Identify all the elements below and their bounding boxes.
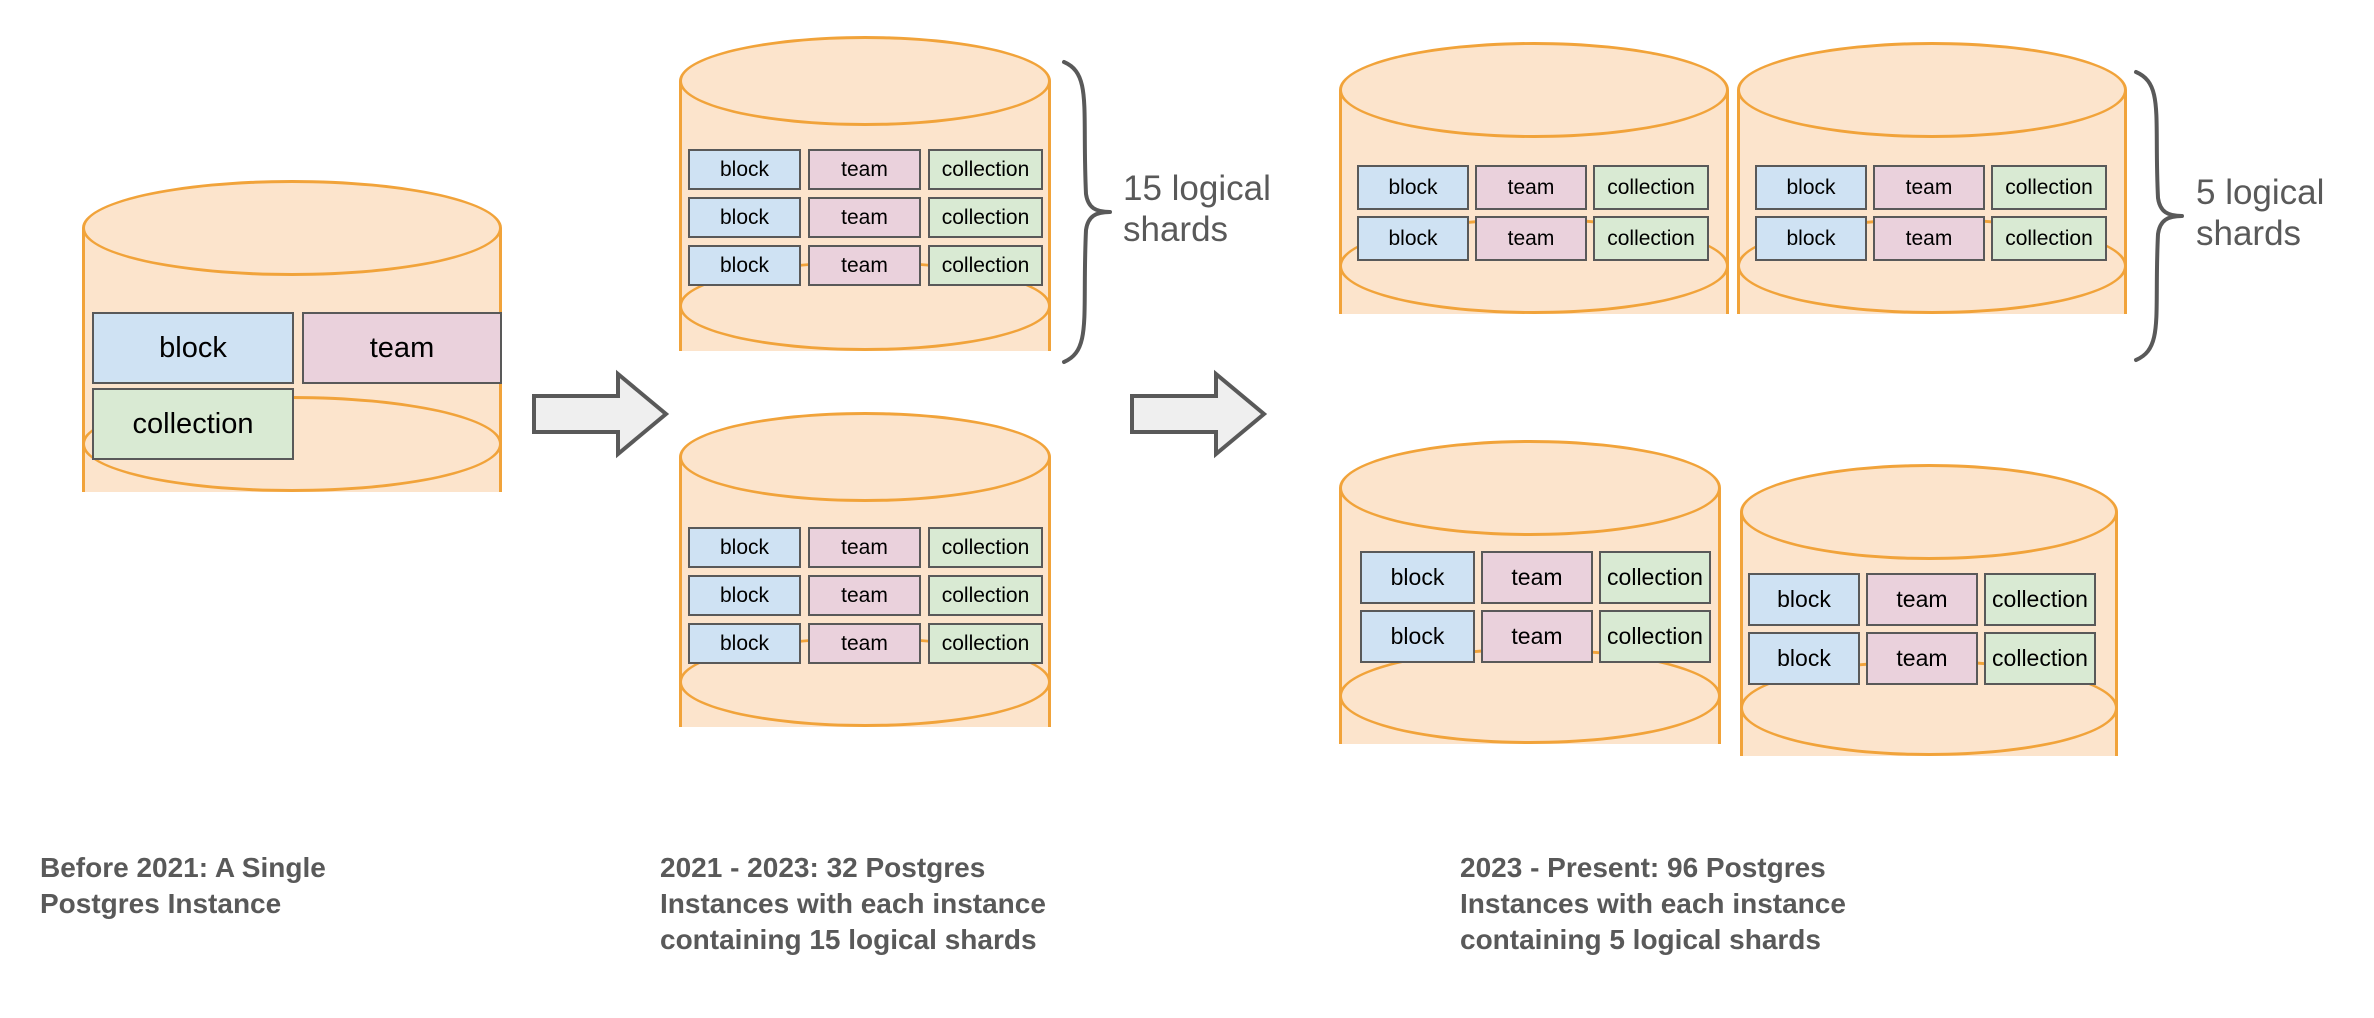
arrow-right-icon-2: [1128, 368, 1268, 460]
shard-box-block[interactable]: block: [1748, 573, 1860, 626]
shard-box-collection[interactable]: collection: [1991, 216, 2107, 261]
shard-box-block[interactable]: block: [1755, 165, 1867, 210]
caption-2023-present: 2023 - Present: 96 Postgres Instances wi…: [1460, 852, 1846, 955]
shard-box-block[interactable]: block: [1357, 216, 1469, 261]
shard-row: block team collection: [1755, 216, 2107, 261]
shard-box-team[interactable]: team: [808, 575, 921, 616]
shard-box-block[interactable]: block: [1748, 632, 1860, 685]
shard-row: block team collection: [1360, 610, 1711, 663]
shard-box-team[interactable]: team: [808, 245, 921, 286]
cylinder-cap: [1339, 440, 1721, 536]
shard-box-team[interactable]: team: [1873, 165, 1985, 210]
shard-row: block team collection: [688, 575, 1043, 616]
brace-label-5-logical-shards: 5 logical shards: [2196, 173, 2325, 253]
shard-box-collection[interactable]: collection: [928, 575, 1043, 616]
shard-box-team[interactable]: team: [808, 623, 921, 664]
shard-row: block team collection: [688, 197, 1043, 238]
shard-box-block[interactable]: block: [688, 245, 801, 286]
shard-box-team[interactable]: team: [1866, 573, 1978, 626]
brace-5-logical-shards: [2130, 66, 2188, 366]
shard-row: block team collection: [1357, 165, 1709, 210]
shard-box-team[interactable]: team: [1481, 610, 1593, 663]
shard-box-collection[interactable]: collection: [1593, 216, 1709, 261]
shard-box-team[interactable]: team: [302, 312, 502, 384]
cylinder-cap: [679, 412, 1051, 502]
shard-box-collection[interactable]: collection: [1984, 573, 2096, 626]
shard-box-collection[interactable]: collection: [92, 388, 294, 460]
cylinder-cap: [1740, 464, 2118, 560]
arrow-right-icon-1: [530, 368, 670, 460]
shard-box-collection[interactable]: collection: [928, 623, 1043, 664]
cylinder-base: [1339, 648, 1721, 744]
cylinder-cap: [1339, 42, 1729, 138]
shard-box-team[interactable]: team: [808, 197, 921, 238]
shard-row: block team collection: [688, 245, 1043, 286]
shard-box-collection[interactable]: collection: [1984, 632, 2096, 685]
shard-row: block team: [92, 312, 502, 384]
shard-row: block team collection: [1748, 632, 2096, 685]
shard-grid-g2-instance-1: block team collection block team collect…: [688, 149, 1043, 286]
cylinder-cap: [1737, 42, 2127, 138]
shard-row: block team collection: [688, 623, 1043, 664]
shard-box-team[interactable]: team: [808, 527, 921, 568]
shard-row: block team collection: [688, 527, 1043, 568]
shard-grid-g3-instance-3: block team collection block team collect…: [1360, 551, 1711, 663]
shard-box-block[interactable]: block: [688, 575, 801, 616]
caption-before-2021: Before 2021: A Single Postgres Instance: [40, 852, 326, 919]
shard-box-collection[interactable]: collection: [928, 149, 1043, 190]
brace-15-logical-shards: [1058, 56, 1116, 368]
shard-row: collection: [92, 388, 502, 460]
cylinder-cap: [679, 36, 1051, 126]
shard-box-collection[interactable]: collection: [928, 197, 1043, 238]
shard-box-block[interactable]: block: [1360, 610, 1475, 663]
shard-box-block[interactable]: block: [1360, 551, 1475, 604]
shard-box-team[interactable]: team: [808, 149, 921, 190]
shard-grid-g3-instance-1: block team collection block team collect…: [1357, 165, 1709, 261]
shard-box-block[interactable]: block: [1357, 165, 1469, 210]
shard-box-block[interactable]: block: [688, 623, 801, 664]
shard-grid-g3-instance-4: block team collection block team collect…: [1748, 573, 2096, 685]
shard-box-block[interactable]: block: [688, 149, 801, 190]
shard-box-block[interactable]: block: [1755, 216, 1867, 261]
shard-box-collection[interactable]: collection: [1593, 165, 1709, 210]
shard-box-block[interactable]: block: [688, 527, 801, 568]
shard-box-block[interactable]: block: [92, 312, 294, 384]
shard-box-block[interactable]: block: [688, 197, 801, 238]
shard-row: block team collection: [1755, 165, 2107, 210]
shard-box-collection[interactable]: collection: [1991, 165, 2107, 210]
shard-grid-g2-instance-2: block team collection block team collect…: [688, 527, 1043, 664]
shard-box-team[interactable]: team: [1873, 216, 1985, 261]
shard-box-collection[interactable]: collection: [928, 527, 1043, 568]
shard-box-collection[interactable]: collection: [928, 245, 1043, 286]
shard-box-team[interactable]: team: [1475, 165, 1587, 210]
shard-box-collection[interactable]: collection: [1599, 551, 1711, 604]
shard-box-team[interactable]: team: [1475, 216, 1587, 261]
shard-box-collection[interactable]: collection: [1599, 610, 1711, 663]
shard-grid-g3-instance-2: block team collection block team collect…: [1755, 165, 2107, 261]
shard-row: block team collection: [1360, 551, 1711, 604]
shard-row: block team collection: [1748, 573, 2096, 626]
shard-row: block team collection: [1357, 216, 1709, 261]
shard-box-team[interactable]: team: [1866, 632, 1978, 685]
caption-2021-2023: 2021 - 2023: 32 Postgres Instances with …: [660, 852, 1046, 955]
brace-label-15-logical-shards: 15 logical shards: [1123, 169, 1271, 249]
shard-grid-g1-instance-1: block team collection: [92, 312, 502, 460]
shard-row: block team collection: [688, 149, 1043, 190]
cylinder-cap: [82, 180, 502, 276]
shard-box-team[interactable]: team: [1481, 551, 1593, 604]
